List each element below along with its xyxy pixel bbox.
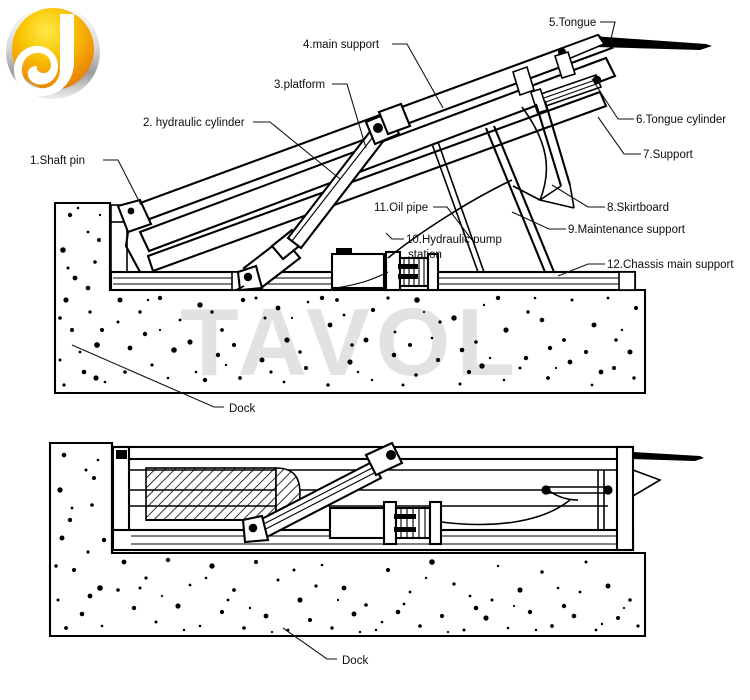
leader-dock-lower — [282, 627, 337, 660]
lower-front-column — [615, 445, 635, 552]
lower-pump-tank — [328, 506, 386, 540]
leader-5-tongue — [600, 21, 616, 44]
lower-structural-rail — [146, 90, 608, 273]
callout-label-11: 11.Oil pipe — [374, 202, 428, 214]
lower-shaft-pin-top — [116, 450, 127, 459]
lower-pump-flange-right — [428, 500, 443, 546]
oil-pipe-return — [335, 271, 389, 289]
pump-filler-cap — [336, 248, 352, 255]
oil-pipe-run — [387, 179, 513, 259]
callout-label-3: 3.platform — [274, 79, 325, 91]
callout-label-8: 8.Skirtboard — [607, 202, 669, 214]
tongue-cylinder-rod-pin — [592, 75, 602, 85]
callout-label-10: 10.Hydraulic pump — [406, 234, 502, 246]
main-support-beam — [138, 56, 617, 253]
leader-7-support — [597, 116, 641, 155]
lower-stored-assembly — [111, 445, 704, 552]
leader-4-main-support — [392, 43, 444, 109]
skirtboard-plate — [538, 185, 575, 209]
leader-10-pump-station — [385, 232, 404, 240]
callout-label-1: 1.Shaft pin — [30, 155, 85, 167]
lower-cylinder-base-pin — [248, 523, 258, 533]
leader-6-tongue-cylinder — [591, 78, 634, 120]
logo-swirl — [14, 14, 74, 97]
upper-tongue-assembly — [512, 34, 712, 115]
cylinder-deck-mount — [377, 102, 412, 136]
concrete-speckle-upper — [58, 206, 639, 387]
lower-hydraulic-assembly — [241, 441, 613, 546]
support-leg-line-b — [543, 100, 572, 186]
upper-support-structures — [431, 100, 575, 273]
upper-pump-station — [330, 179, 513, 292]
cylinder-upper-pin — [373, 123, 383, 133]
callout-labels: 1.Shaft pin 2. hydraulic cylinder 3.plat… — [30, 17, 734, 271]
callout-label-10-line2: station — [408, 249, 442, 261]
leader-dock-upper — [71, 344, 224, 408]
callout-label-2: 2. hydraulic cylinder — [143, 117, 245, 129]
section-hatch-region — [146, 468, 276, 520]
leader-11-oil-pipe — [433, 206, 473, 241]
watermark-text: TAVOL — [180, 289, 521, 396]
pump-flange-right — [426, 252, 440, 292]
tongue-lip — [592, 36, 712, 50]
leader-8-skirtboard — [551, 184, 605, 208]
lower-tongue-fold — [632, 469, 662, 497]
upper-view-concrete-dock — [53, 201, 647, 395]
lower-tongue-lip — [633, 452, 704, 461]
callout-label-6: 6.Tongue cylinder — [636, 114, 726, 126]
callout-leader-lines — [103, 21, 641, 277]
callout-label-12: 12.Chassis main support — [607, 259, 734, 271]
leader-12-chassis-main-support — [557, 263, 605, 277]
callout-label-7: 7.Support — [643, 149, 694, 161]
leader-1-shaft-pin — [103, 159, 142, 206]
skirtboard-curve — [521, 106, 548, 201]
callout-label-5: 5.Tongue — [549, 17, 596, 29]
lower-cylinder-upper-pin — [386, 450, 396, 460]
tongue-bracket-post-2 — [553, 51, 577, 79]
maintenance-support-strut-a — [485, 127, 546, 273]
support-leg-line-a — [534, 103, 563, 187]
dock-label-lower: Dock — [342, 655, 368, 667]
tongue-bracket-post — [512, 65, 535, 97]
cylinder-base-pin — [243, 272, 253, 282]
upper-hydraulic-cylinder — [235, 102, 412, 292]
watermark: TAVOL — [180, 289, 521, 396]
callout-label-4: 4.main support — [303, 39, 380, 51]
concrete-speckle-lower — [54, 452, 640, 634]
dock-labels: Dock Dock — [71, 344, 368, 667]
shaft-pin-pivot — [127, 207, 135, 215]
tavol-logo — [6, 5, 100, 99]
leader-3-platform — [332, 83, 367, 149]
pump-reservoir-tank — [330, 252, 386, 290]
lower-pump-flange-left — [382, 500, 398, 546]
tongue-cylinder-assembly — [529, 73, 603, 115]
leader-9-maintenance-support — [511, 211, 566, 230]
maintenance-support-strut-b — [493, 125, 555, 273]
lower-oil-pipe — [440, 499, 571, 526]
leader-2-hydraulic-cylinder — [253, 121, 341, 180]
shaft-pin-block — [116, 198, 153, 234]
callout-label-9: 9.Maintenance support — [568, 224, 686, 236]
dock-label-upper: Dock — [229, 403, 255, 415]
diagonal-brace-a — [431, 143, 479, 273]
